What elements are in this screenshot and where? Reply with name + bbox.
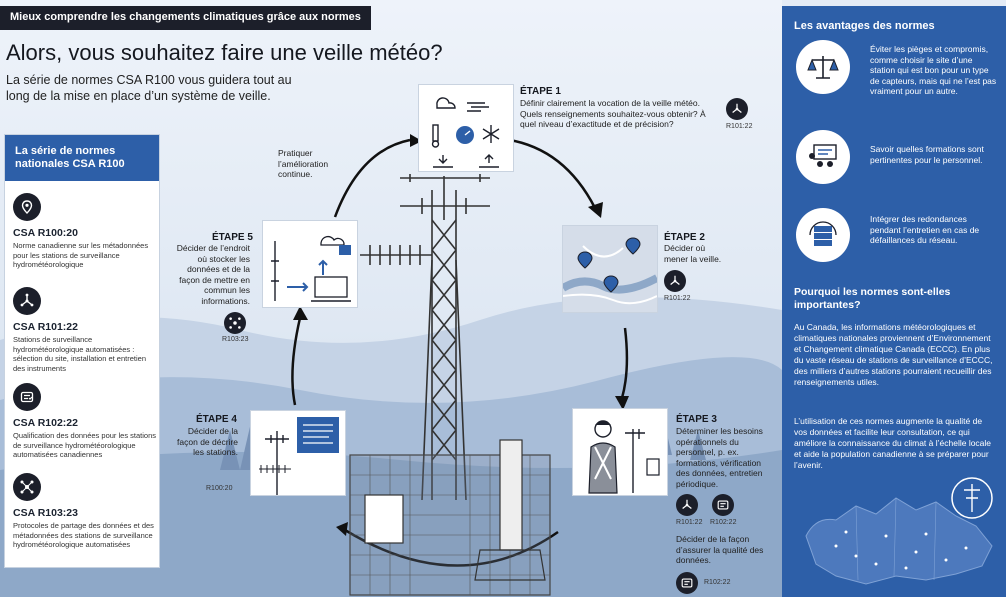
standard-r101: CSA R101:22 Stations de surveillance hyd…	[13, 287, 157, 373]
standard-code: CSA R101:22	[13, 321, 78, 333]
step4-code: R100:20	[206, 485, 233, 492]
series-heading: La série de normes nationales CSA R100	[5, 135, 159, 181]
step3-text2: Décider de la façon d’assurer la qualité…	[676, 534, 764, 565]
standard-desc: Protocoles de partage des données et des…	[13, 521, 154, 549]
step3-technician-illustration	[572, 408, 668, 496]
main-canvas: Mieux comprendre les changements climati…	[0, 0, 782, 597]
step5-label: ÉTAPE 5	[212, 232, 253, 243]
advantage-text: Savoir quelles formations sont pertinent…	[870, 144, 984, 165]
network-share-icon	[13, 473, 41, 501]
weather-station-icon	[664, 270, 686, 292]
standard-code: CSA R103:23	[13, 507, 78, 519]
step5-text: Décider de l’endroit où stocker les donn…	[176, 243, 250, 306]
step3-code2: R102:22	[704, 579, 731, 586]
step3-code-a: R101:22	[676, 519, 703, 526]
map-pins-icon	[560, 237, 659, 305]
canada-map-icon	[805, 477, 993, 585]
advantages-title: Les avantages des normes	[794, 20, 935, 32]
step2-map-illustration	[560, 225, 659, 313]
page-title: Alors, vous souhaitez faire une veille m…	[6, 40, 443, 65]
standard-r103: CSA R103:23 Protocoles de partage des do…	[13, 473, 157, 550]
why-paragraph-2: L’utilisation de ces normes augmente la …	[794, 416, 992, 470]
standard-desc: Norme canadienne sur les métadonnées pou…	[13, 241, 149, 269]
step1-code: R101:22	[726, 123, 753, 130]
standard-code: CSA R102:22	[13, 417, 78, 429]
standards-series-panel: La série de normes nationales CSA R100 C…	[4, 134, 160, 568]
station-description-icon	[259, 417, 339, 495]
step1-label: ÉTAPE 1	[520, 86, 561, 97]
step2-label: ÉTAPE 2	[664, 232, 705, 243]
balance-scale-icon	[796, 40, 850, 94]
training-icon	[796, 130, 850, 184]
weather-station-icon	[676, 494, 698, 516]
standard-code: CSA R100:20	[13, 227, 78, 239]
standard-desc: Qualification des données pour les stati…	[13, 431, 157, 459]
step3-label: ÉTAPE 3	[676, 414, 717, 425]
why-title: Pourquoi les normes sont-elles important…	[794, 286, 951, 311]
page-intro: La série de normes CSA R100 vous guidera…	[6, 73, 292, 103]
advantage-text: Éviter les pièges et compromis, comme ch…	[870, 44, 997, 96]
step2-text: Décider où mener la veille.	[664, 243, 722, 264]
standard-desc: Stations de surveillance hydrométéorolog…	[13, 335, 146, 373]
weather-station-icon	[13, 287, 41, 315]
process-cycle: ÉTAPE 1 Définir clairement la vocation d…	[160, 80, 782, 597]
why-paragraph-1: Au Canada, les informations météorologiq…	[794, 322, 993, 387]
data-storage-icon	[271, 235, 351, 302]
network-share-icon	[224, 312, 246, 334]
server-redundancy-icon	[796, 208, 850, 262]
data-qualification-icon	[13, 383, 41, 411]
step5-code: R103:23	[222, 336, 249, 343]
step4-label: ÉTAPE 4	[196, 414, 237, 425]
step1-illustration	[418, 84, 514, 172]
standard-r100: CSA R100:20 Norme canadienne sur les mét…	[13, 193, 157, 270]
technician-icon	[588, 420, 660, 494]
top-banner: Mieux comprendre les changements climati…	[0, 6, 371, 30]
step5-storage-illustration	[262, 220, 358, 308]
step1-text: Définir clairement la vocation de la vei…	[520, 98, 706, 129]
data-qualification-icon	[676, 572, 698, 594]
data-qualification-icon	[712, 494, 734, 516]
advantages-panel: Les avantages des normes Éviter les pièg…	[782, 6, 1006, 597]
step4-metadata-illustration	[250, 410, 346, 496]
weather-sensors-icon	[431, 97, 500, 168]
canada-map-illustration	[796, 476, 1000, 594]
step4-text: Décider de la façon de décrire les stati…	[177, 426, 238, 457]
location-pin-icon	[13, 193, 41, 221]
step3-code-b: R102:22	[710, 519, 737, 526]
weather-station-icon	[726, 98, 748, 120]
advantage-text: Intégrer des redondances pendant l’entre…	[870, 214, 980, 245]
step2-code: R101:22	[664, 295, 691, 302]
step3-text: Déterminer les besoins opérationnels du …	[676, 426, 763, 489]
standard-r102: CSA R102:22 Qualification des données po…	[13, 383, 157, 460]
continuous-improvement-note: Pratiquer l’amélioration continue.	[278, 148, 329, 179]
